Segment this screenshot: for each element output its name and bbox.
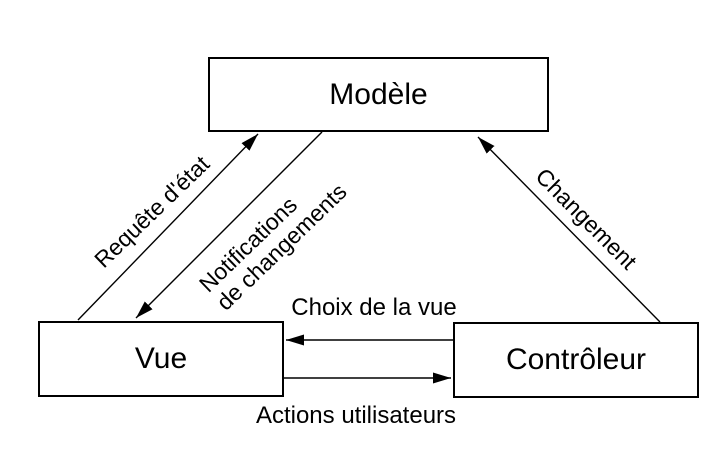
node-modele: Modèle xyxy=(208,57,549,132)
arrow-modele-to-vue xyxy=(135,131,323,319)
node-vue-label: Vue xyxy=(134,342,188,375)
node-vue: Vue xyxy=(38,321,284,397)
node-controleur: Contrôleur xyxy=(453,322,699,398)
arrow-vue-to-modele xyxy=(77,133,259,321)
edge-label-choix-de-la-vue: Choix de la vue xyxy=(291,294,457,322)
arrow-controleur-to-modele xyxy=(477,136,661,323)
node-controleur-label: Contrôleur xyxy=(505,343,647,376)
node-modele-label: Modèle xyxy=(329,77,428,111)
edge-label-actions-utilisateurs: Actions utilisateurs xyxy=(255,402,457,430)
